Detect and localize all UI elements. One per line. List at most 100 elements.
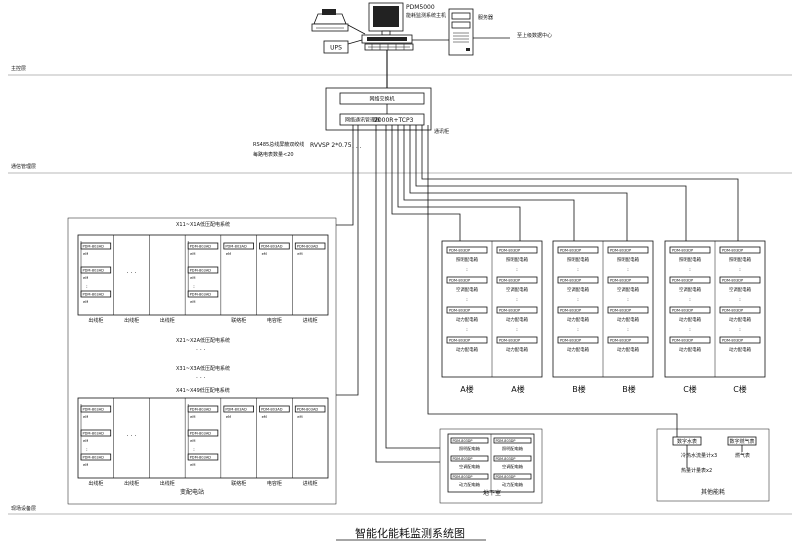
basement-meter [450,437,489,444]
diagram-title: 智能化能耗监测系统图 [355,526,465,540]
gas-label: 燃气表 [735,452,750,459]
floor-meter [557,276,599,284]
floor-meter [669,336,711,344]
substation-meter-model: PDM-803AD [190,269,212,273]
building-b-right-label: B楼 [622,384,636,394]
floor-meter [719,306,761,314]
substation-meter-model: PDM-803AD [83,408,105,412]
bus-cable-spec: RVVSP 2*0.75 [310,142,352,149]
basement-meter-model: PDM-803DP [496,475,516,479]
floor-meter-model: PDM-803DP [672,309,694,313]
cabinet-label: 联络柜 [231,317,246,324]
cabinet-label: 出线柜 [88,317,103,324]
substation-meter [259,405,290,413]
floor-meter-model: PDM-803DP [449,309,471,313]
floor-meter-model: PDM-803DP [449,339,471,343]
substation-section-1: X11~X1A低压配电系统 [176,221,230,228]
others-label: 其他能耗 [701,488,725,496]
basement-box-label: 照明配电箱 [459,445,480,452]
floor-meter-model: PDM-803DP [560,249,582,253]
floor-ellipsis: : [516,267,518,273]
server-label: 服务器 [478,14,493,21]
substation-meter-model: PDM-803AD [225,408,247,412]
substation-meter-model: PDM-803AD [83,456,105,460]
floor-meter-model: PDM-803DP [610,249,632,253]
basement-meter-model: PDM-803DP [453,457,473,461]
building-b-left-label: B楼 [572,384,586,394]
floor-meter-model: PDM-803DP [499,279,521,283]
others-frame [656,428,770,502]
substation-meter-sub: eM [262,252,267,256]
substation-meter [294,405,326,413]
floor-meter-model: PDM-803DP [560,339,582,343]
floor-meter-model: PDM-803DP [672,279,694,283]
substation-meter-sub: eM [190,439,195,443]
substation-meter-sub: eM [190,276,195,280]
cabinet-label: 出线柜 [124,480,139,487]
distribution-box-label: 动力配电箱 [679,346,702,353]
substation-meter-sub: eM [190,300,195,304]
basement-meter [450,455,489,462]
floor-meter [719,336,761,344]
substation-meter-sub: eM [190,463,195,467]
floor-meter-model: PDM-803DP [722,339,744,343]
basement-box-label: 动力配电箱 [502,481,523,488]
cabinet-label: 出线柜 [160,317,175,324]
floor-meter [446,246,488,254]
cabinet-label: 电容柜 [267,317,282,324]
substation-meter-sub: eM [297,252,302,256]
substation-meter [223,405,254,413]
distribution-box-label: 照明配电箱 [456,256,479,263]
basement-label: 地下室 [483,489,501,497]
bus-line-9 [415,125,687,242]
distribution-box-label: 照明配电箱 [506,256,529,263]
cabinet-label: 出线柜 [124,317,139,324]
floor-meter [496,306,538,314]
bus-line-4 [385,125,440,449]
floor-meter [446,276,488,284]
floor-ellipsis: : [739,267,741,273]
floor-meter-model: PDM-803DP [672,339,694,343]
distribution-box-label: 照明配电箱 [617,256,640,263]
building-b-panel: PDM-803DP照明配电箱:PDM-803DP空调配电箱:PDM-803DP动… [552,240,654,378]
floor-ellipsis: : [689,327,691,333]
distribution-box-label: 动力配电箱 [729,316,752,323]
distribution-box-label: 照明配电箱 [679,256,702,263]
distribution-box-label: 动力配电箱 [679,316,702,323]
basement-box-label: 照明配电箱 [502,445,523,452]
bus-ellipsis: · · · [352,145,362,152]
substation-meter-model: PDM-803AD [190,456,212,460]
building-a-panel: PDM-803DP照明配电箱:PDM-803DP空调配电箱:PDM-803DP动… [441,240,543,378]
substation-meter-sub: eM [190,415,195,419]
floor-meter-model: PDM-803DP [560,309,582,313]
floor-meter-model: PDM-803DP [610,309,632,313]
meter-count-label: 每路电表数量<20 [253,151,294,158]
comm-manager-model: 2000R+TCP3 [374,117,414,124]
cabinet-label: 进线柜 [303,480,318,487]
gas-meter-label: 数字燃气表 [729,438,754,445]
substation-meter-sub: eM [83,300,88,304]
building-c-left-label: C楼 [683,384,697,394]
floor-meter [607,276,649,284]
bus-line-1 [336,125,354,226]
substation-ellipsis-1: · · · [196,347,206,354]
substation-meter [294,242,326,250]
network-switch [339,92,425,105]
substation-meter-sub: eM [297,415,302,419]
substation-meter-sub: eM [262,415,267,419]
zone-label-comm: 通信管理层 [11,163,36,170]
basement-meter [493,473,532,480]
meter-ellipsis: : [86,447,88,453]
floor-meter [446,336,488,344]
substation-meter-sub: eM [226,415,231,419]
floor-meter [669,306,711,314]
substation-meter [223,242,254,250]
distribution-box-label: 动力配电箱 [617,316,640,323]
workstation-icon [361,2,414,51]
substation-meter-model: PDM-803AD [83,269,105,273]
basement-meter [493,437,532,444]
substation-meter [259,242,290,250]
floor-ellipsis: : [739,327,741,333]
floor-meter [446,306,488,314]
